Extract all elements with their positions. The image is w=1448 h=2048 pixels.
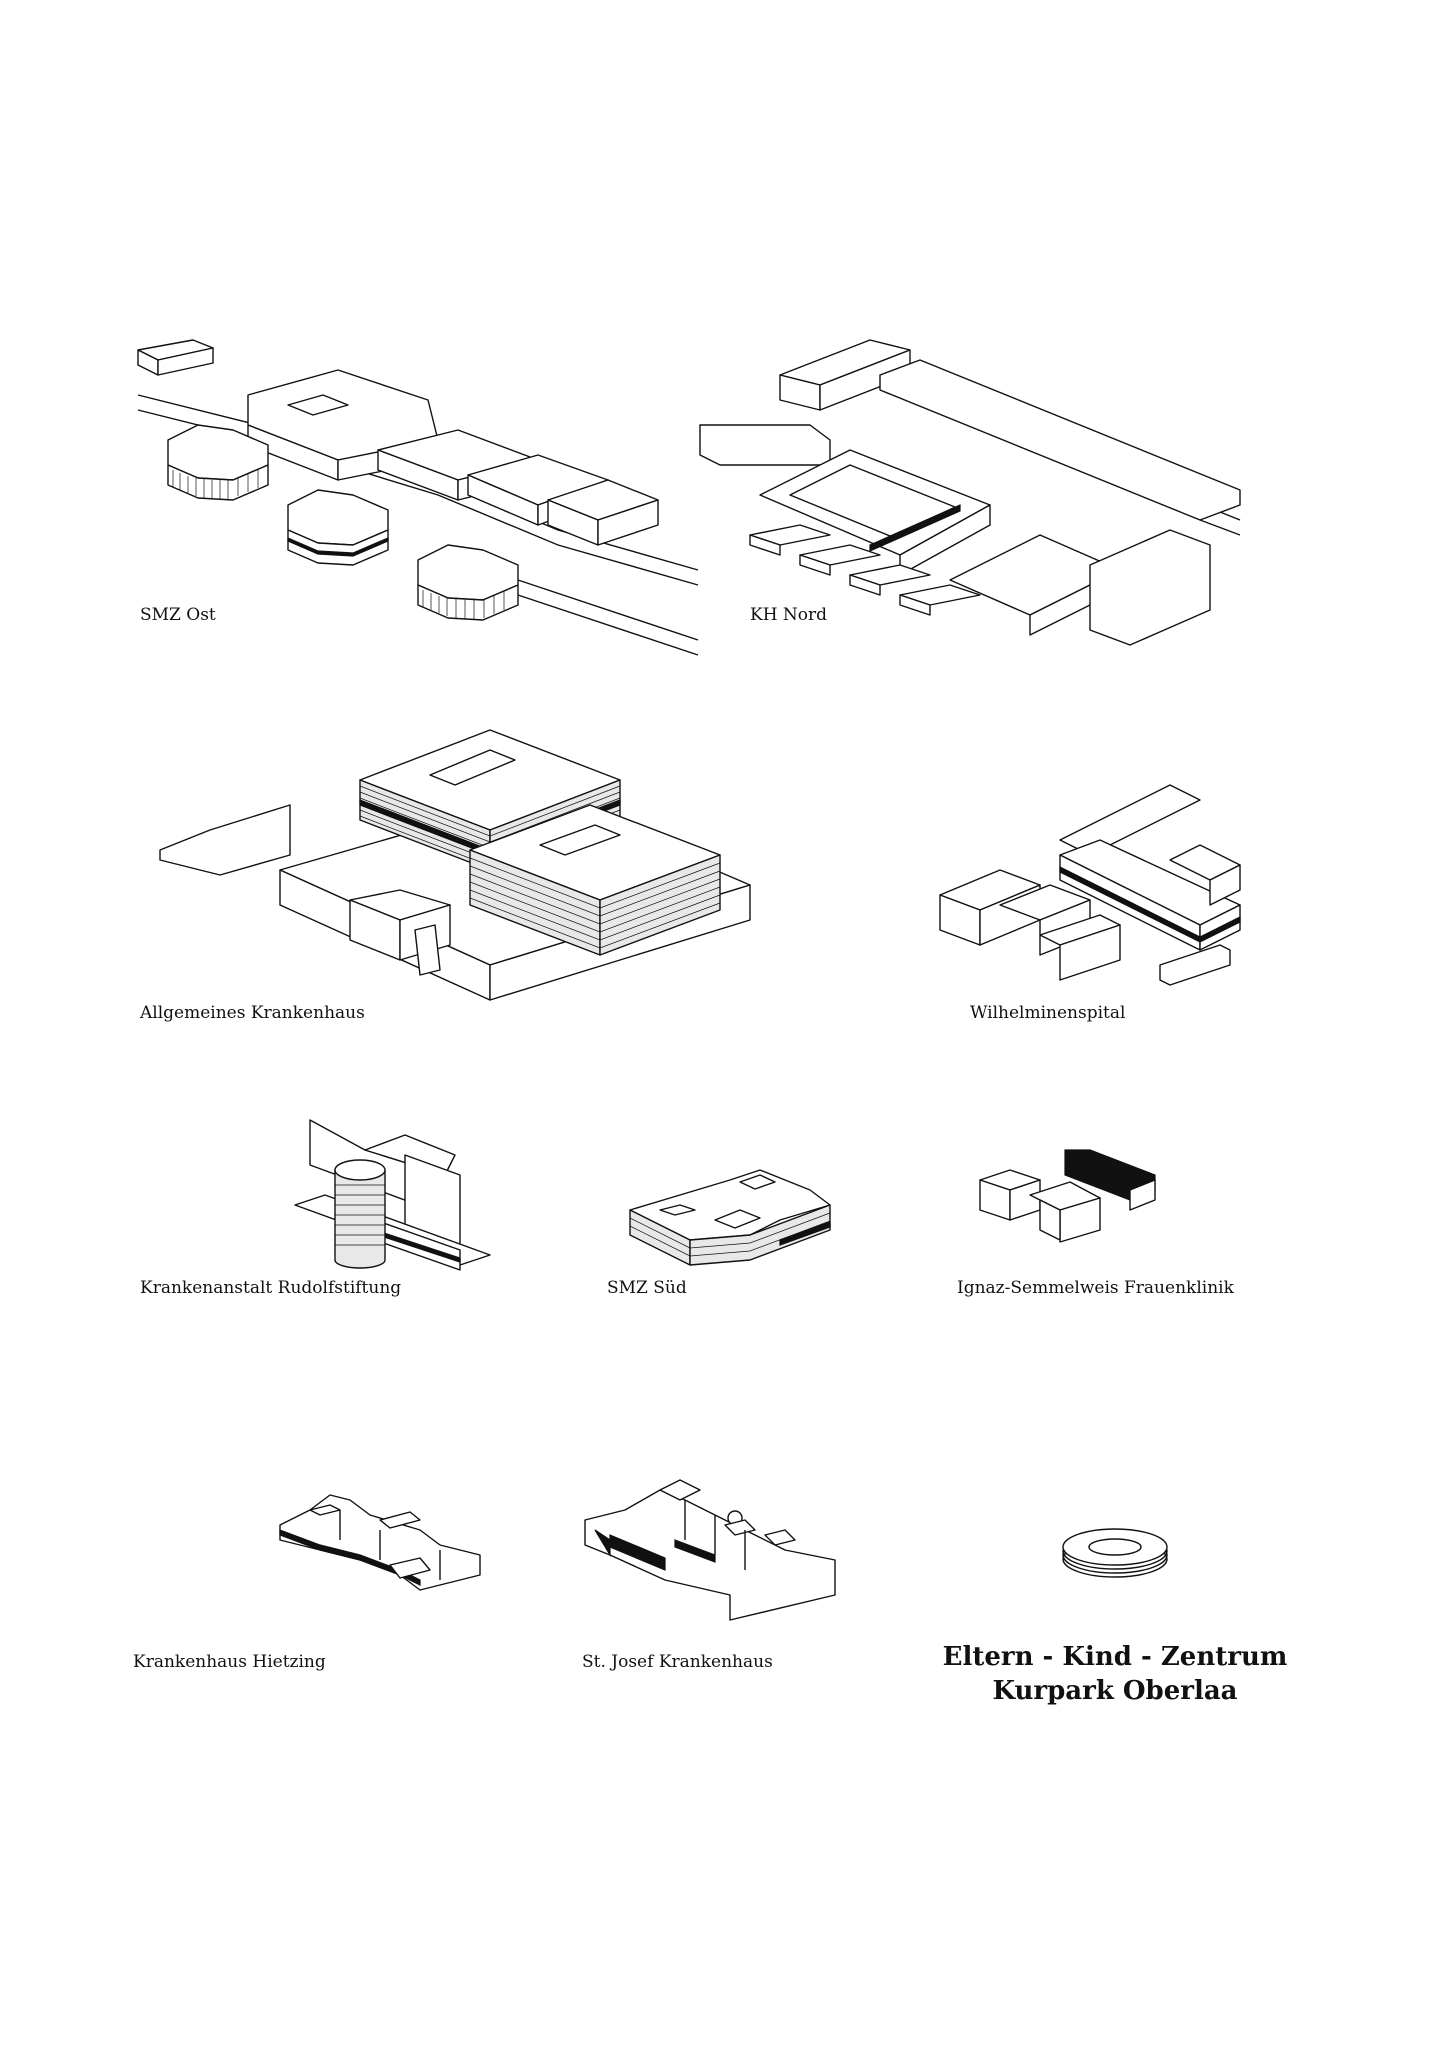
wilhelminenspital-main-wing [1059, 784, 1241, 951]
kh-nord-drawing [699, 339, 1241, 646]
label-kh-nord: KH Nord [750, 605, 828, 625]
label-wilhelminenspital: Wilhelminenspital [970, 1003, 1126, 1023]
smz-ost-ward-towers [167, 424, 519, 621]
smz-sued-drawing [629, 1169, 831, 1266]
title-line-1: Eltern - Kind - Zentrum [942, 1642, 1288, 1672]
label-akh: Allgemeines Krankenhaus [140, 1003, 365, 1023]
label-semmelweis: Ignaz-Semmelweis Frauenklinik [957, 1278, 1234, 1298]
smz-ost-drawing [137, 339, 699, 656]
smz-ost-main-blocks [137, 339, 659, 546]
wilhelminenspital-drawing [939, 784, 1241, 986]
akh-low-annex [349, 889, 451, 976]
label-smz-ost: SMZ Ost [140, 605, 216, 625]
akh-drawing [159, 729, 751, 1001]
label-hietzing: Krankenhaus Hietzing [133, 1652, 326, 1672]
rudolfstiftung-drawing [294, 1119, 491, 1271]
label-st-josef: St. Josef Krankenhaus [582, 1652, 773, 1672]
akh-tower-east [469, 804, 721, 956]
label-smz-sued: SMZ Süd [607, 1278, 687, 1298]
st-josef-drawing [584, 1479, 836, 1621]
kh-nord-courtyards [759, 449, 1211, 646]
kh-nord-long-wings [699, 339, 1241, 536]
wilhelminenspital-pavilions [939, 869, 1231, 986]
semmelweis-drawing [979, 1149, 1156, 1243]
eltern-kind-zentrum-ring-drawing [1062, 1528, 1168, 1578]
hietzing-drawing [279, 1494, 481, 1591]
rudolfstiftung-round-tower [334, 1159, 386, 1269]
title-line-2: Kurpark Oberlaa [992, 1676, 1238, 1706]
kh-nord-podium-steps [749, 524, 981, 616]
page-title: Eltern - Kind - Zentrum Kurpark Oberlaa [930, 1640, 1300, 1708]
label-rudolfstiftung: Krankenanstalt Rudolfstiftung [140, 1278, 402, 1298]
